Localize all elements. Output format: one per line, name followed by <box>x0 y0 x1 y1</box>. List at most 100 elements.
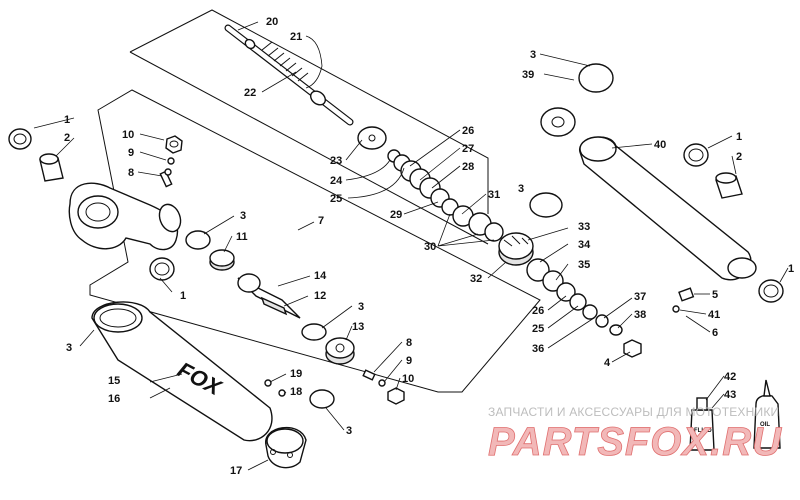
fluid-bottle-label: FLUID <box>694 428 712 434</box>
callout: 26 <box>462 125 474 137</box>
callout: 38 <box>634 309 646 321</box>
assembly-7-frame <box>89 89 541 393</box>
piston-13[interactable] <box>325 337 355 365</box>
callout: 28 <box>462 161 474 173</box>
spring-body-40[interactable] <box>579 136 757 281</box>
o-ring-3b[interactable] <box>301 323 327 341</box>
callout: 37 <box>634 291 646 303</box>
callout: 35 <box>578 259 590 271</box>
callout: 14 <box>314 270 327 282</box>
callout: 2 <box>736 151 742 163</box>
callout: 21 <box>290 31 302 43</box>
reservoir-eyelet[interactable] <box>68 182 184 251</box>
bushing-top-right[interactable] <box>683 143 709 167</box>
callout: 11 <box>236 231 248 243</box>
callout: 7 <box>318 215 324 227</box>
main-piston-32[interactable] <box>498 232 534 266</box>
callout: 18 <box>290 386 302 398</box>
o-ring-3a[interactable] <box>185 230 211 250</box>
valve-core-left[interactable] <box>159 168 173 188</box>
callout-labels: 1 2 3 1 10 9 8 3 11 7 14 12 3 13 8 9 10 … <box>64 16 794 477</box>
fluid-bottle: FLUID <box>689 397 715 451</box>
oil-bottle: OIL <box>753 379 781 449</box>
callout: 17 <box>230 465 242 477</box>
callout: 31 <box>488 189 500 201</box>
cap-nut-10b[interactable] <box>387 387 405 405</box>
ball-41[interactable] <box>672 305 680 313</box>
sleeve-14[interactable] <box>237 273 301 319</box>
o-ring-9b[interactable] <box>378 379 386 387</box>
callout: 40 <box>654 139 666 151</box>
callout: 10 <box>402 373 414 385</box>
seal-head-39[interactable] <box>540 63 614 137</box>
oil-bottle-label: OIL <box>760 422 770 428</box>
callout: 3 <box>240 210 246 222</box>
callout: 10 <box>122 129 134 141</box>
callout: 9 <box>406 355 412 367</box>
callout: 9 <box>128 147 134 159</box>
callout: 24 <box>330 175 343 187</box>
callout: 1 <box>788 263 794 275</box>
callout: 16 <box>108 393 120 405</box>
callout: 3 <box>66 342 72 354</box>
callout: 27 <box>462 143 474 155</box>
callout: 30 <box>424 241 436 253</box>
callout: 42 <box>724 371 736 383</box>
callout: 43 <box>724 389 736 401</box>
callout: 41 <box>708 309 720 321</box>
callout: 3 <box>358 301 364 313</box>
callout: 26 <box>532 305 544 317</box>
callout: 3 <box>518 183 524 195</box>
ifp-piston-11[interactable] <box>209 249 235 271</box>
callout: 5 <box>712 289 718 301</box>
shaft-assembly-frame <box>129 9 489 214</box>
check-ball-18[interactable] <box>278 389 286 397</box>
spacer-top-left[interactable] <box>39 153 64 182</box>
callout: 32 <box>470 273 482 285</box>
end-cap-17[interactable] <box>265 426 307 469</box>
reservoir-cap-nut[interactable] <box>165 135 183 154</box>
callout: 39 <box>522 69 534 81</box>
valve-5[interactable] <box>678 287 695 302</box>
callout: 4 <box>604 357 611 369</box>
valve-core-8b[interactable] <box>362 369 376 381</box>
callout: 25 <box>532 323 544 335</box>
callout: 3 <box>530 49 536 61</box>
o-ring-small[interactable] <box>167 157 175 165</box>
callout: 36 <box>532 343 544 355</box>
shim-stack-lower[interactable] <box>526 258 623 336</box>
shaft-assembly-frame-lower <box>129 51 489 245</box>
watermark-subtitle: ЗАПЧАСТИ И АКСЕССУАРЫ ДЛЯ МОТОТЕХНИКИ <box>488 405 779 419</box>
callout: 20 <box>266 16 278 28</box>
callout: 1 <box>180 290 186 302</box>
bushing-top-left[interactable] <box>8 128 32 150</box>
callout: 34 <box>578 239 591 251</box>
shim-stack[interactable] <box>387 149 504 242</box>
callout: 12 <box>314 290 326 302</box>
callout: 33 <box>578 221 590 233</box>
leader-lines <box>33 21 789 471</box>
spacer-top-right[interactable] <box>715 172 743 199</box>
callout: 15 <box>108 375 120 387</box>
callout: 8 <box>128 167 134 179</box>
callout: 1 <box>64 114 70 126</box>
callout: 2 <box>64 132 70 144</box>
shaft-assembly[interactable] <box>224 24 354 126</box>
shock-body[interactable]: FOX <box>91 301 273 442</box>
callout: 13 <box>352 321 364 333</box>
o-ring-3d[interactable] <box>529 192 563 218</box>
watermark-brand: PARTSFOX.RU <box>488 420 782 464</box>
check-ball-19[interactable] <box>264 379 272 387</box>
callout: 6 <box>712 327 718 339</box>
callout: 22 <box>244 87 256 99</box>
bushing-mid-left[interactable] <box>149 257 175 281</box>
piston-nut-4[interactable] <box>623 339 642 358</box>
callout: 1 <box>736 131 742 143</box>
callout: 23 <box>330 155 342 167</box>
bushing-bottom-right[interactable] <box>758 279 784 303</box>
callout: 29 <box>390 209 402 221</box>
washer-23[interactable] <box>357 126 387 150</box>
callout: 8 <box>406 337 412 349</box>
o-ring-3c[interactable] <box>309 389 335 409</box>
